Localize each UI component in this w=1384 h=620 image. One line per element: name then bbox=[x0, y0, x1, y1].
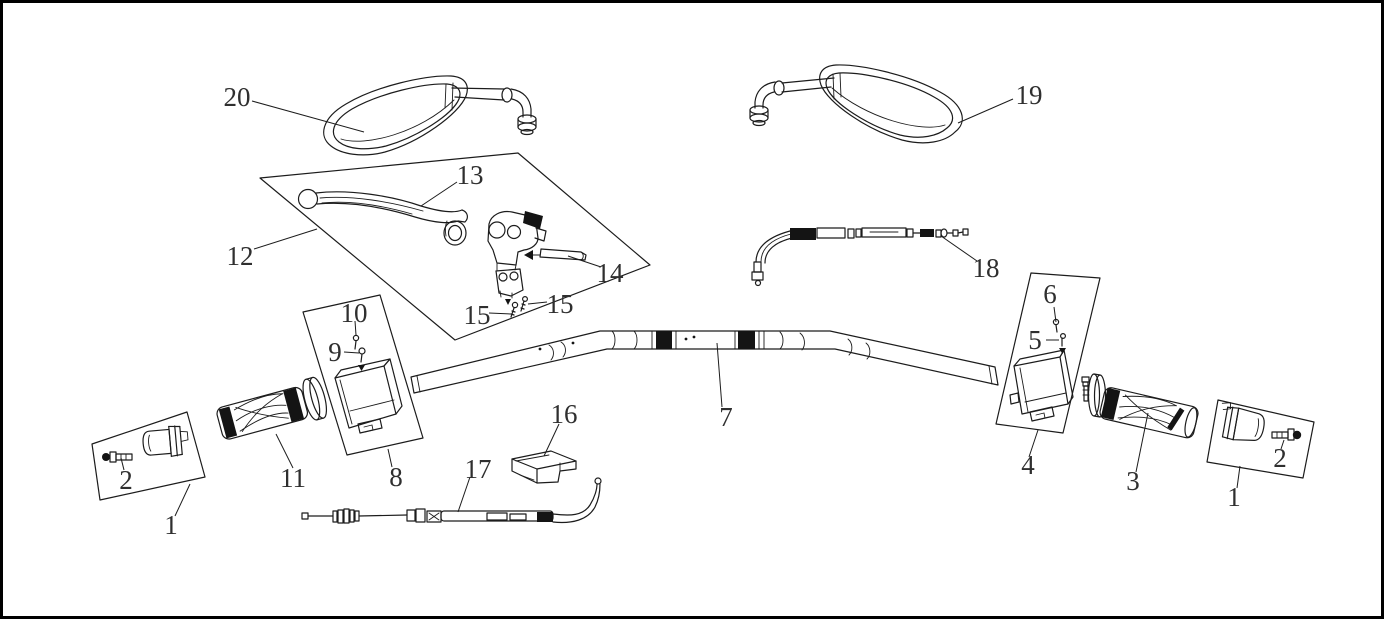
right-switch-housing-group-box bbox=[995, 272, 1101, 434]
callout-16-cable-guide: 16 bbox=[551, 399, 578, 429]
callout-3-throttle-grip: 3 bbox=[1126, 466, 1140, 496]
left-switch-screw-lower-drawing bbox=[358, 347, 366, 371]
bar-end-weight-right-drawing bbox=[1221, 402, 1265, 441]
bar-end-weight-left-drawing bbox=[142, 425, 189, 457]
callout-15-clamp-screw-left: 15 bbox=[464, 300, 491, 330]
callout-17-clutch-cable: 17 bbox=[465, 454, 492, 484]
callout-7-handlebar: 7 bbox=[719, 402, 733, 432]
left-switch-screw-upper-drawing bbox=[352, 334, 360, 350]
callout-6-right-switch-screw-upper: 6 bbox=[1043, 279, 1057, 309]
clutch-cable-drawing bbox=[301, 477, 602, 524]
callout-4-right-switch-housing: 4 bbox=[1021, 450, 1035, 480]
clamp-screw-left-drawing bbox=[510, 301, 519, 318]
handlebar-drawing bbox=[410, 330, 999, 394]
callout-18-throttle-cable: 18 bbox=[973, 253, 1000, 283]
callout-2-bar-end-bolt-left: 2 bbox=[119, 465, 133, 495]
callout-11-left-grip: 11 bbox=[280, 463, 306, 493]
bar-end-bolt-right-drawing bbox=[1271, 428, 1302, 441]
callout-9-switch-screw-lower: 9 bbox=[328, 337, 342, 367]
right-switch-housing-drawing bbox=[1009, 349, 1074, 422]
right-switch-screw-lower-drawing bbox=[1059, 333, 1066, 354]
bar-end-weight-group-left-box bbox=[91, 411, 206, 501]
callout-12-lever-assembly: 12 bbox=[227, 241, 254, 271]
callout-20-left-mirror: 20 bbox=[224, 82, 251, 112]
clamp-screw-right-drawing bbox=[520, 296, 528, 312]
callout-19-right-mirror: 19 bbox=[1016, 80, 1043, 110]
brake-lever-drawing bbox=[297, 188, 468, 246]
callout-15-clamp-screw-right: 15 bbox=[547, 289, 574, 319]
callout-1-bar-end-group-right: 1 bbox=[1227, 482, 1241, 512]
right-mirror-drawing bbox=[749, 64, 963, 144]
brake-master-cylinder-drawing bbox=[487, 210, 547, 305]
throttle-grip-drawing bbox=[1099, 387, 1199, 439]
cable-guide-drawing bbox=[511, 450, 577, 484]
left-mirror-drawing bbox=[323, 75, 537, 156]
left-switch-housing-group-box bbox=[302, 294, 424, 456]
callout-2-bar-end-bolt-right: 2 bbox=[1273, 443, 1287, 473]
callout-10-switch-screw-upper: 10 bbox=[341, 298, 368, 328]
bar-end-weight-group-right-box bbox=[1206, 399, 1315, 479]
left-grip-drawing bbox=[216, 376, 328, 440]
lever-pivot-pin-drawing bbox=[524, 248, 587, 261]
left-switch-housing-drawing bbox=[334, 358, 403, 434]
callout-8-left-switch-housing: 8 bbox=[389, 462, 403, 492]
throttle-cable-drawing bbox=[751, 227, 969, 287]
callout-13-brake-lever: 13 bbox=[457, 160, 484, 190]
callout-5-right-switch-screw-lower: 5 bbox=[1028, 325, 1042, 355]
callout-leader-lines bbox=[120, 98, 1285, 517]
callout-1-bar-end-group-left: 1 bbox=[164, 510, 178, 540]
throttle-tube-flange-drawing bbox=[1081, 373, 1107, 418]
lever-assembly-group-box bbox=[259, 152, 651, 341]
callout-14-pivot-pin: 14 bbox=[597, 258, 625, 288]
